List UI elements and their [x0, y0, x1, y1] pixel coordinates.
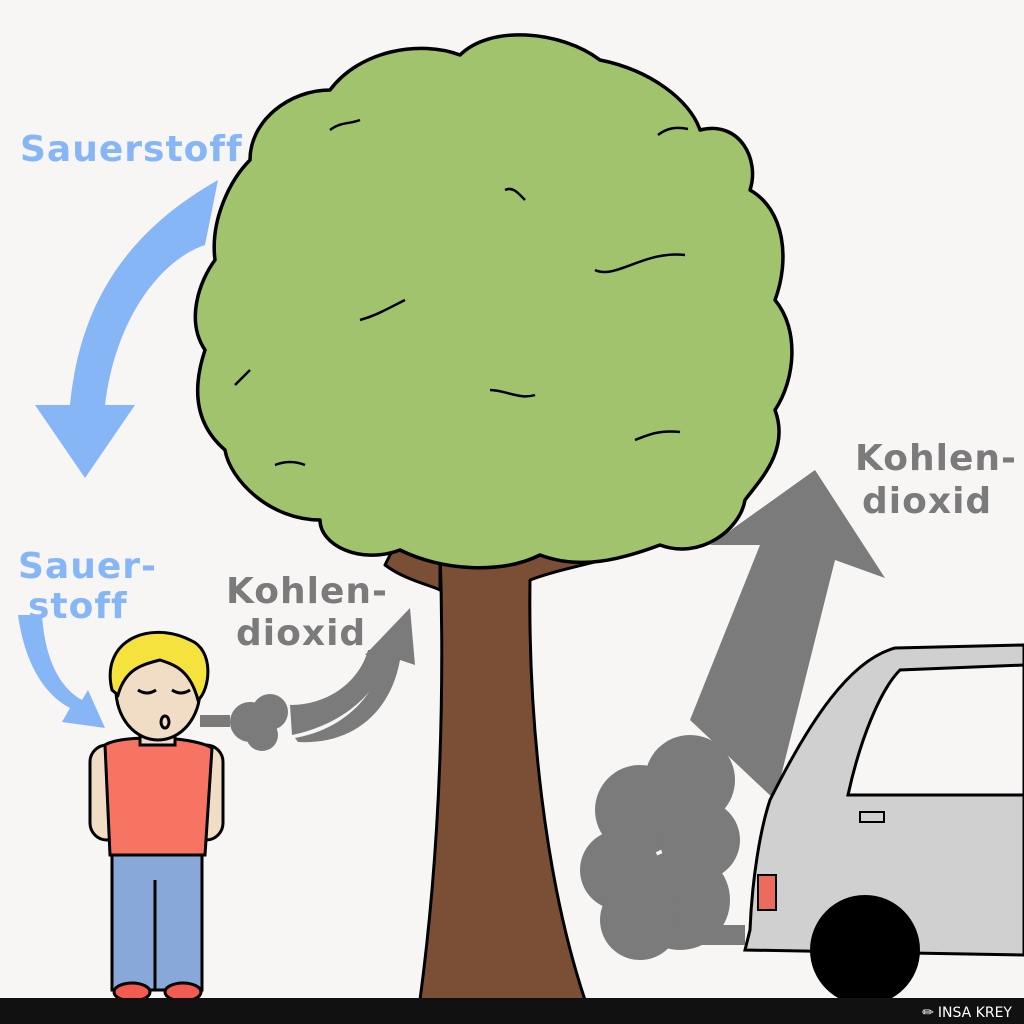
credit-text: INSA KREY	[937, 1005, 1012, 1021]
car-wheel	[810, 895, 920, 1005]
label-oxygen-top: Sauerstoff	[20, 129, 243, 170]
ground	[0, 998, 1024, 1024]
car-window	[846, 663, 1024, 797]
label-co2-person-2: dioxid	[236, 613, 367, 654]
label-oxygen-person-1: Sauer-	[18, 546, 157, 587]
crown-leaf-marks	[234, 118, 689, 467]
breath-cloud	[200, 694, 288, 751]
oxygen-arrow-small	[18, 615, 105, 728]
label-oxygen-person-2: stoff	[28, 586, 128, 627]
oxygen-arrow-large	[35, 180, 218, 478]
co2-arrow-car	[690, 470, 885, 800]
car-door-handle	[859, 811, 885, 823]
label-co2-car-2: dioxid	[862, 481, 993, 522]
person	[88, 630, 225, 1003]
exhaust-cloud	[580, 735, 745, 960]
credit: ✏ INSA KREY	[922, 1005, 1012, 1021]
car-taillight	[757, 874, 777, 911]
pencil-icon: ✏	[922, 1005, 934, 1021]
tree-crown	[193, 33, 794, 570]
label-co2-car-1: Kohlen-	[855, 438, 1017, 479]
label-co2-person-1: Kohlen-	[226, 571, 388, 612]
co2-arrow-person	[290, 608, 415, 743]
